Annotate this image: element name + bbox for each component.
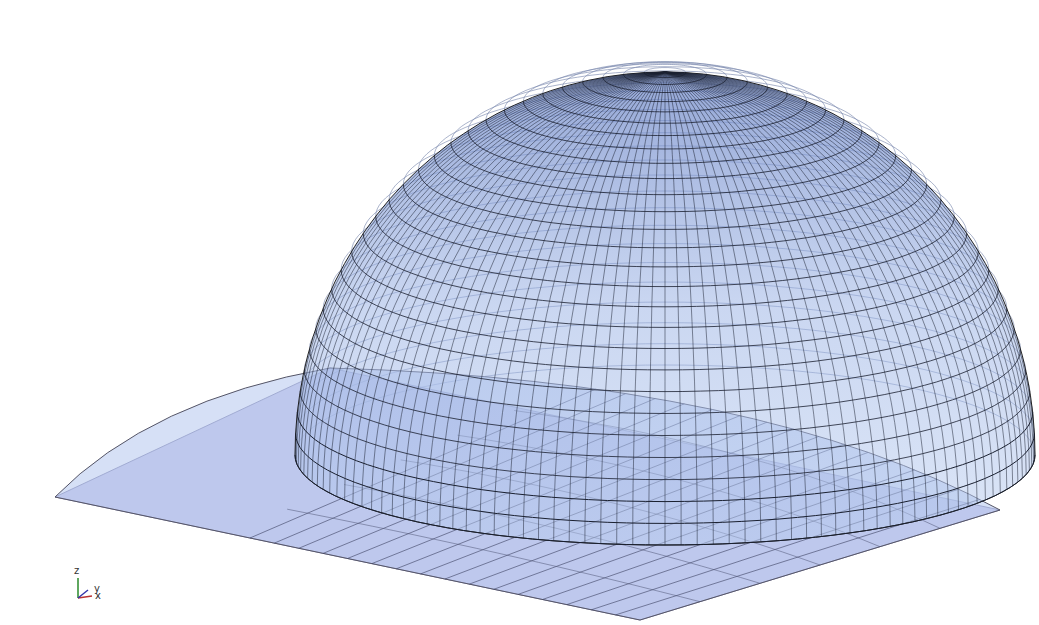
mesh-line bbox=[362, 72, 665, 507]
mesh-line bbox=[523, 72, 665, 538]
mesh-line bbox=[665, 72, 927, 519]
mesh-line bbox=[665, 72, 1022, 478]
mesh-line bbox=[415, 72, 665, 521]
mesh-line bbox=[665, 72, 1000, 493]
mesh-line bbox=[466, 72, 665, 531]
mesh-line bbox=[427, 72, 665, 524]
mesh-line bbox=[323, 72, 665, 489]
mesh-line bbox=[665, 72, 681, 545]
mesh-line bbox=[665, 72, 1007, 489]
mesh-line bbox=[665, 72, 745, 543]
mesh-line bbox=[440, 72, 665, 526]
mesh-line bbox=[304, 72, 665, 475]
mesh-line bbox=[353, 72, 665, 503]
mesh-line bbox=[665, 72, 761, 542]
mesh-line bbox=[554, 72, 665, 541]
mesh-line bbox=[585, 72, 665, 543]
axis-label: x bbox=[95, 591, 101, 601]
mesh-line bbox=[665, 72, 938, 516]
mesh-line bbox=[665, 72, 807, 538]
mesh-line bbox=[617, 72, 665, 544]
mesh-line bbox=[301, 72, 665, 471]
mesh-line bbox=[665, 72, 836, 535]
mesh-line bbox=[665, 72, 729, 544]
mesh-line bbox=[509, 72, 665, 537]
mesh-line bbox=[569, 72, 665, 542]
mesh-line bbox=[665, 72, 776, 541]
mesh-line bbox=[665, 72, 1032, 467]
mesh-line bbox=[665, 72, 697, 545]
mesh-line bbox=[317, 72, 665, 486]
mesh-line bbox=[665, 72, 985, 500]
mesh-line bbox=[453, 72, 665, 529]
axis-label: z bbox=[74, 566, 79, 576]
dome-front-mesh bbox=[295, 72, 1035, 545]
mesh-line bbox=[665, 72, 864, 531]
mesh-line bbox=[665, 72, 903, 524]
mesh-line bbox=[665, 72, 977, 503]
mesh-line bbox=[665, 72, 915, 521]
mesh-line bbox=[298, 72, 665, 467]
mesh-line bbox=[665, 72, 1034, 463]
mesh-line bbox=[665, 72, 948, 513]
mesh-line bbox=[494, 72, 665, 535]
mesh-line bbox=[633, 72, 665, 545]
mesh-line bbox=[539, 72, 666, 540]
axis-triad bbox=[78, 578, 92, 598]
mesh-line bbox=[403, 72, 665, 519]
mesh-line bbox=[665, 72, 877, 529]
mesh-line bbox=[665, 72, 666, 545]
mesh-line bbox=[480, 72, 665, 533]
dome-shell bbox=[295, 72, 1035, 545]
mesh-line bbox=[665, 72, 850, 533]
mesh-line bbox=[665, 72, 890, 526]
mesh-line bbox=[330, 72, 665, 493]
mesh-line bbox=[665, 72, 1029, 471]
mesh-line bbox=[308, 72, 665, 478]
mesh-line bbox=[665, 72, 713, 544]
mesh-line bbox=[665, 72, 1026, 475]
mesh-line bbox=[601, 72, 665, 544]
mesh-line bbox=[665, 72, 1018, 482]
mesh-line bbox=[382, 72, 665, 513]
mesh-line bbox=[295, 72, 665, 459]
mesh-line bbox=[372, 72, 666, 510]
mesh-line bbox=[665, 72, 993, 497]
mesh-line bbox=[665, 72, 1013, 486]
mesh-line bbox=[649, 72, 665, 545]
mesh-line bbox=[392, 72, 665, 516]
mesh-line bbox=[345, 72, 665, 500]
mesh-line bbox=[296, 72, 665, 463]
